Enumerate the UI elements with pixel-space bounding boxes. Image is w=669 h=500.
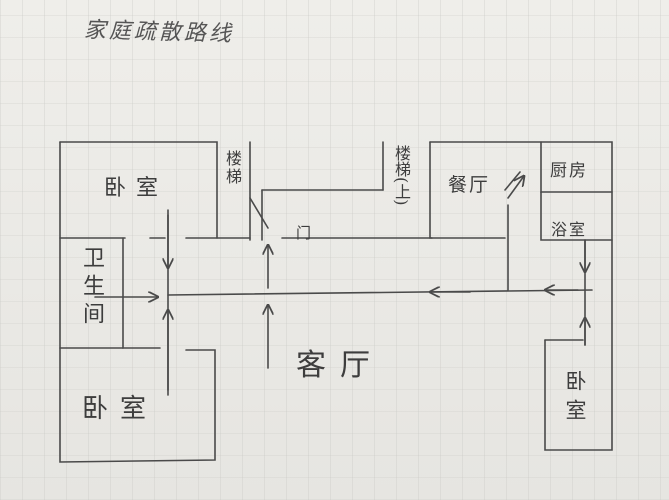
route-stair-diagonal (249, 197, 269, 229)
label-door: 门 (296, 224, 312, 242)
wall-top-right (429, 141, 613, 451)
label-bedroom-bottom-right: 卧室 (563, 370, 587, 428)
wall-top-left (59, 141, 218, 239)
stairs-left-wall (249, 141, 263, 241)
label-bathroom-left: 卫生间 (79, 246, 104, 330)
wall-bath-right (540, 191, 613, 241)
route-main-horizontal (167, 289, 593, 296)
route-arrow-dining (507, 176, 524, 199)
label-living-room: 客厅 (296, 348, 384, 383)
wall-outer-left (59, 141, 216, 463)
label-bedroom-bottom-left: 卧室 (82, 394, 159, 424)
wall-dining-right (504, 171, 521, 191)
label-bathroom-right: 浴室 (551, 220, 588, 239)
wall-bathroom-right (122, 237, 161, 349)
label-stairs-left: 楼梯 (223, 150, 242, 186)
label-bedroom-top-left: 卧室 (104, 176, 169, 201)
label-kitchen: 厨房 (550, 161, 588, 181)
wall-dining-left (429, 141, 506, 239)
label-stairs-right: 楼梯(上) (392, 145, 411, 206)
label-dining-room: 餐厅 (448, 174, 491, 196)
